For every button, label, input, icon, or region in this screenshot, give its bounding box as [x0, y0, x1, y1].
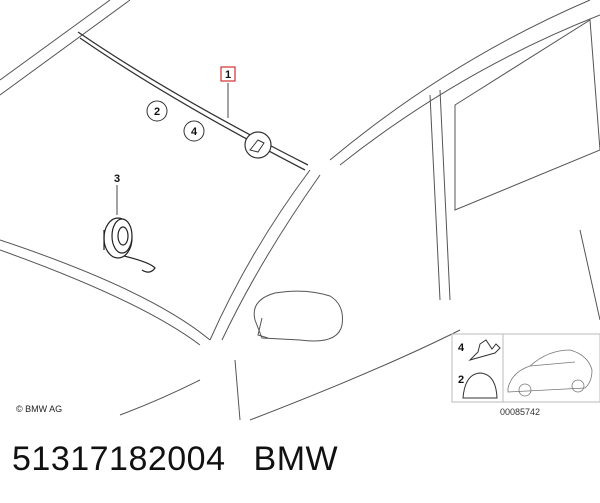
roof-line-right-2: [339, 14, 600, 166]
clip-detail-circle: [244, 131, 272, 159]
windshield-bottom-edge: [0, 249, 201, 346]
door-line: [234, 359, 241, 421]
callout-3-label: 3: [114, 173, 120, 185]
moulding-strip: [77, 31, 309, 166]
roof-outline: [0, 0, 111, 81]
door-frame: [429, 94, 441, 301]
callout-4-circle: [183, 120, 205, 142]
side-mirror: [253, 290, 343, 342]
moulding-strip-2: [79, 37, 306, 171]
mini-car-icon: [507, 349, 593, 397]
inset-label-4: 4: [458, 342, 465, 354]
cap-part-icon: [462, 372, 498, 399]
callout-2-label: 2: [154, 106, 160, 118]
footer: 51317182004 BMW: [12, 440, 338, 479]
callout-1-box: [220, 66, 236, 82]
door-frame-2: [439, 89, 451, 301]
side-mirror-base: [257, 317, 269, 339]
belt-line: [249, 329, 461, 421]
brand-name: BMW: [253, 440, 339, 478]
tape-roll: [103, 217, 156, 273]
callout-1-label: 1: [225, 69, 231, 81]
lower-line: [119, 379, 201, 416]
callout-4-label: 4: [191, 126, 198, 138]
callout-2-circle: [146, 100, 168, 122]
roof-line-right: [329, 0, 591, 161]
b-pillar: [579, 229, 600, 321]
copyright-text: © BMW AG: [16, 404, 63, 414]
parts-diagram: 1 2 4 3 4 2: [0, 0, 600, 421]
a-pillar-left-2: [221, 174, 321, 341]
clip-detail-icon: [249, 139, 265, 153]
side-window: [454, 19, 600, 211]
roof-outline-2: [0, 0, 131, 96]
windshield-top-edge: [0, 239, 211, 341]
clip-part-icon: [468, 339, 501, 361]
part-number: 51317182004: [12, 440, 226, 478]
a-pillar-left: [209, 169, 311, 341]
inset-label-2: 2: [458, 374, 464, 386]
reference-code: 00085742: [500, 407, 541, 417]
